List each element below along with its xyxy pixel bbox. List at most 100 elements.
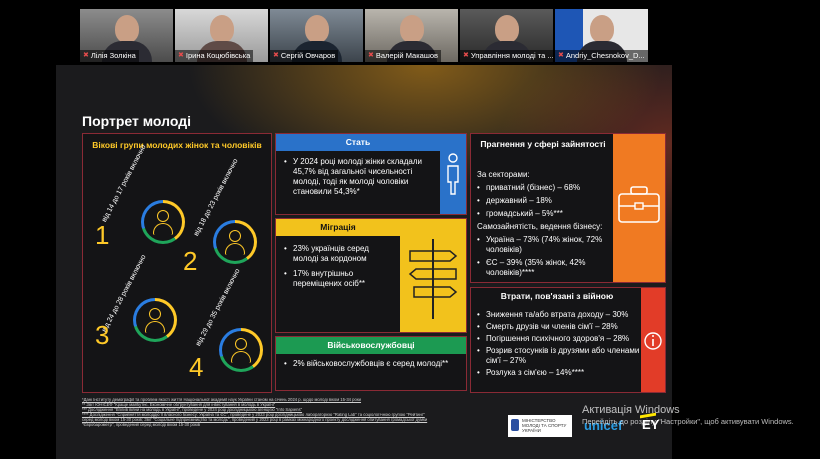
partner-logos: МІНІСТЕРСТВО МОЛОДІ ТА СПОРТУ УКРАЇНИ un… bbox=[508, 415, 668, 439]
participant-name-text: Сергій Овчаров bbox=[280, 51, 336, 60]
participant-name-text: Валерій Макашов bbox=[375, 51, 438, 60]
person-avatar bbox=[210, 15, 234, 43]
mic-muted-icon: ✖ bbox=[178, 52, 184, 59]
participant-tile[interactable]: ✖Andriy_Chesnokov_D... bbox=[555, 9, 648, 62]
military-list: 2% військовослужбовців є серед молоді** bbox=[276, 354, 466, 369]
participant-name: ✖Ірина Коцюбівська bbox=[175, 50, 254, 62]
age-group-number: 2 bbox=[183, 246, 198, 276]
military-bullet: 2% військовослужбовців є серед молоді** bbox=[284, 359, 460, 369]
participant-tile[interactable]: ✖Ірина Коцюбівська bbox=[175, 9, 268, 62]
loss-item: Розрив стосунків із друзями або членами … bbox=[477, 346, 645, 366]
activation-title: Активація Windows bbox=[582, 404, 680, 416]
graduate-icon bbox=[229, 230, 241, 242]
gender-bullet: У 2024 році молоді жінки складали 45,7% … bbox=[284, 157, 436, 197]
participant-tile[interactable]: ✖Валерій Макашов bbox=[365, 9, 458, 62]
migration-panel: Міграція 23% українців серед молоді за к… bbox=[275, 218, 467, 333]
age-ring bbox=[219, 328, 263, 372]
loss-item: Погіршення психічного здоров'я – 28% bbox=[477, 334, 645, 344]
self-employment-item: ЄС – 39% (35% жінок, 42% чоловіків)**** bbox=[477, 258, 617, 278]
age-groups-title: Вікові групи молодих жінок та чоловіків bbox=[92, 140, 262, 150]
military-panel: Військовослужбовці 2% військовослужбовці… bbox=[275, 336, 467, 391]
sector-item: державний – 18% bbox=[477, 196, 617, 206]
migration-list: 23% українців серед молоді за кордоном 1… bbox=[276, 236, 466, 289]
footnote[interactable]: *Дані Інституту демографії та проблем як… bbox=[82, 398, 362, 402]
age-group-number: 3 bbox=[95, 320, 110, 350]
loss-item: Розлука з сім'єю – 14%**** bbox=[477, 368, 645, 378]
loss-item: Зниження та/або втрата доходу – 30% bbox=[477, 310, 645, 320]
activation-subtitle: Перейдіть до розділу "Настройки", щоб ак… bbox=[582, 417, 794, 426]
age-ring bbox=[133, 298, 177, 342]
person-icon bbox=[447, 153, 459, 195]
gender-title: Стать bbox=[276, 134, 440, 151]
ministry-logo: МІНІСТЕРСТВО МОЛОДІ ТА СПОРТУ УКРАЇНИ bbox=[508, 415, 572, 437]
sectors-list: приватний (бізнес) – 68% державний – 18%… bbox=[477, 183, 617, 219]
military-title: Військовослужбовці bbox=[276, 337, 466, 354]
ey-logo: EY bbox=[642, 417, 660, 432]
migration-side-bar bbox=[400, 219, 466, 332]
age-ring bbox=[213, 220, 257, 264]
migration-bullet: 23% українців серед молоді за кордоном bbox=[284, 244, 396, 264]
slide-title: Портрет молоді bbox=[82, 113, 191, 129]
windows-activation-watermark: Активація Windows Перейдіть до розділу "… bbox=[582, 404, 820, 426]
losses-side-bar bbox=[641, 288, 665, 392]
participant-name: ✖Лілія Золкіна bbox=[80, 50, 139, 62]
mic-muted-icon: ✖ bbox=[83, 52, 89, 59]
age-ring bbox=[141, 200, 185, 244]
war-losses-list: Зниження та/або втрата доходу – 30% Смер… bbox=[477, 310, 645, 378]
mic-muted-icon: ✖ bbox=[463, 52, 469, 59]
footnote[interactable]: **** Дослідження "Сприйняття молоддю її … bbox=[82, 412, 425, 417]
participant-name: ✖Сергій Овчаров bbox=[270, 50, 339, 62]
gender-list: У 2024 році молоді жінки складали 45,7% … bbox=[276, 151, 466, 197]
presenter-icon bbox=[235, 338, 247, 350]
participant-name: ✖Управління молоді та ... bbox=[460, 50, 553, 62]
mic-muted-icon: ✖ bbox=[273, 52, 279, 59]
shared-slide: Портрет молоді Вікові групи молодих жіно… bbox=[56, 65, 672, 459]
participant-tile[interactable]: ✖Управління молоді та ... bbox=[460, 9, 553, 62]
participant-name-text: Andriy_Chesnokov_D... bbox=[565, 51, 645, 60]
footnote[interactable]: серед молоді віком 15-30 років; Звіт "Со… bbox=[82, 417, 428, 422]
teen-icon bbox=[157, 210, 169, 222]
war-losses-title: Втрати, пов'язані з війною bbox=[500, 291, 614, 301]
info-icon bbox=[644, 332, 662, 350]
participant-name-text: Лілія Золкіна bbox=[90, 51, 136, 60]
employment-panel: Прагнення у сфері зайнятості За секторам… bbox=[470, 133, 666, 283]
age-groups-panel: Вікові групи молодих жінок та чоловіків … bbox=[82, 133, 272, 393]
migration-title: Міграція bbox=[276, 219, 400, 236]
age-group-label: від 14 до 17 років включно bbox=[101, 143, 148, 224]
employment-body: За секторами: приватний (бізнес) – 68% д… bbox=[477, 170, 617, 278]
participants-strip: ✖Лілія Золкіна ✖Ірина Коцюбівська ✖Сергі… bbox=[80, 9, 650, 62]
employment-title: Прагнення у сфері зайнятості bbox=[471, 134, 615, 168]
unicef-logo: unicef bbox=[584, 418, 623, 433]
mic-muted-icon: ✖ bbox=[368, 52, 374, 59]
footnote[interactable]: *** Дослідження "Вплив війни на молодь в… bbox=[82, 407, 303, 412]
self-employment-item: Україна – 73% (74% жінок, 72% чоловіків) bbox=[477, 235, 617, 255]
briefcase-icon bbox=[618, 186, 660, 223]
war-losses-panel: Втрати, пов'язані з війною Зниження та/а… bbox=[470, 287, 666, 393]
person-avatar bbox=[115, 15, 139, 43]
loss-item: Смерть друзів чи членів сім'ї – 28% bbox=[477, 322, 645, 332]
person-avatar bbox=[400, 15, 424, 43]
mic-muted-icon: ✖ bbox=[558, 52, 564, 59]
migration-bullet: 17% внутрішньо переміщених осіб** bbox=[284, 269, 396, 289]
footnote[interactable]: "Євробарометр", проведений серед молоді … bbox=[82, 422, 200, 427]
sector-item: громадський – 5%*** bbox=[477, 209, 617, 219]
person-avatar bbox=[495, 15, 519, 43]
person-avatar bbox=[305, 15, 329, 43]
participant-tile[interactable]: ✖Сергій Овчаров bbox=[270, 9, 363, 62]
self-employment-label: Самозайнятість, ведення бізнесу: bbox=[477, 222, 603, 231]
person-avatar bbox=[590, 15, 614, 43]
age-group-number: 1 bbox=[95, 220, 110, 250]
participant-name-text: Ірина Коцюбівська bbox=[185, 51, 251, 60]
gender-panel: Стать У 2024 році молоді жінки складали … bbox=[275, 133, 467, 215]
signpost-icon bbox=[408, 239, 458, 319]
worker-icon bbox=[149, 308, 161, 320]
participant-name: ✖Andriy_Chesnokov_D... bbox=[555, 50, 648, 62]
participant-name-text: Управління молоді та ... bbox=[470, 51, 553, 60]
footnotes: *Дані Інституту демографії та проблем як… bbox=[82, 398, 502, 427]
participant-tile[interactable]: ✖Лілія Золкіна bbox=[80, 9, 173, 62]
gender-side-bar bbox=[440, 134, 466, 214]
footnote[interactable]: ** Звіт ЮНІСЕФ "Краще майбутнє. Економіч… bbox=[82, 402, 276, 407]
sector-item: приватний (бізнес) – 68% bbox=[477, 183, 617, 193]
trident-icon bbox=[511, 419, 519, 431]
sectors-label: За секторами: bbox=[477, 170, 530, 179]
